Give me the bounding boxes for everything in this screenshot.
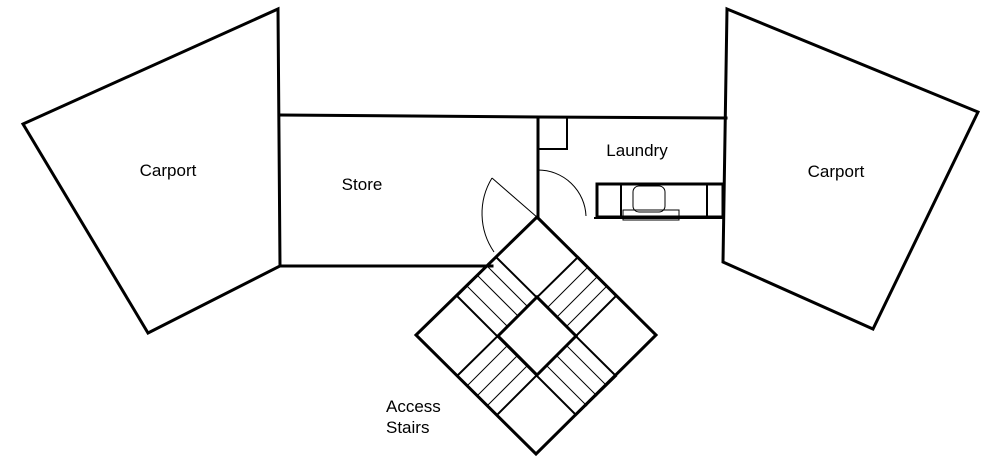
carport-right-label: Carport [808,162,865,181]
store-door-leaf [491,177,539,219]
store-label: Store [342,175,383,194]
stair-tread [556,276,598,318]
stair-tread [476,355,518,397]
stair-tread [566,345,608,387]
laundry-top-wall [536,115,728,120]
stair-tread [556,355,598,397]
stair-tread [486,265,528,307]
laundry-door-swing-icon [537,169,587,217]
laundry-tub-icon [632,185,666,213]
stair-tread [477,275,519,317]
stairs-landing [495,294,579,378]
laundry-cupboard [537,116,568,150]
stairs-label-line1: Access [386,397,441,416]
laundry-label: Laundry [606,141,668,160]
stair-tread [546,365,588,407]
stair-tread [547,266,589,308]
stair-tread [566,285,608,327]
store-walls [278,113,540,220]
laundry-tap-icon [622,209,680,221]
carport-left-label: Carport [140,161,197,180]
stairs-label-line2: Stairs [386,418,429,437]
stair-tread [486,365,528,407]
stairs-outline [413,214,659,457]
stair-tread [466,285,508,327]
stair-tread [466,345,508,387]
store-door-swing-icon [481,177,495,253]
access-stairs [413,214,659,457]
carport-right-outline [721,6,981,331]
